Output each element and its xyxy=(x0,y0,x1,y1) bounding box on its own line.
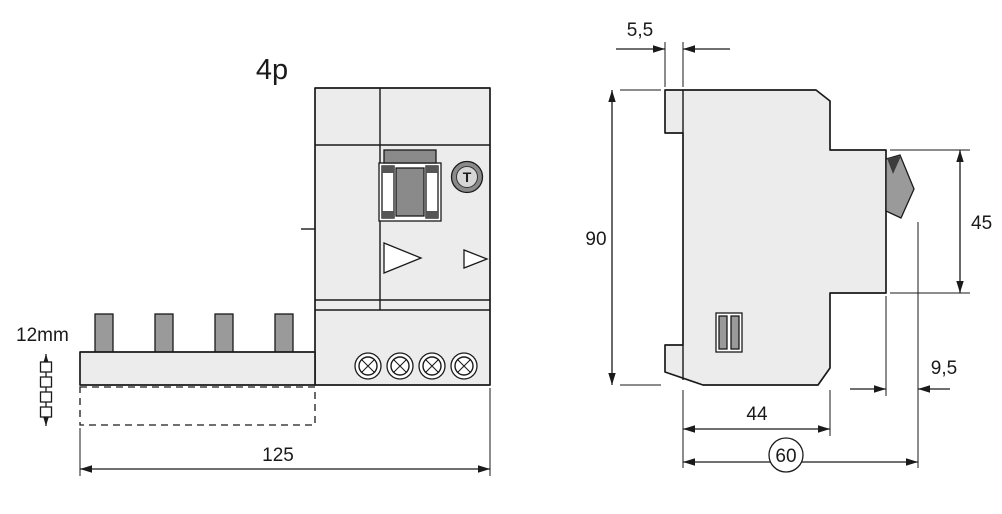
toggle-depth-dimension-label: 9,5 xyxy=(931,358,957,379)
front-height-dimension: 45 xyxy=(890,149,992,294)
test-button-face xyxy=(456,166,478,188)
busbar-comb xyxy=(79,313,316,426)
height-dimension: 90 xyxy=(585,89,661,386)
reference-dimension-circle xyxy=(768,437,804,473)
rail-clip-dimension-label: 5,5 xyxy=(627,20,653,41)
width-dimension-label: 125 xyxy=(262,445,294,466)
side-terminal xyxy=(715,312,743,353)
terminal-screw xyxy=(418,352,446,380)
toggle-latch xyxy=(887,156,901,174)
pitch-segment xyxy=(39,391,53,403)
busbar-pin xyxy=(274,313,294,355)
side-body-outline xyxy=(664,89,887,386)
front-view: 4p T xyxy=(16,54,491,476)
front-body-outline xyxy=(314,87,491,386)
depth-dimension: 44 xyxy=(682,390,831,468)
total-depth-dimension: 60 xyxy=(683,437,918,473)
height-dimension-label: 90 xyxy=(585,229,606,250)
clamp-rail-left xyxy=(381,165,395,219)
breaker-front-body xyxy=(301,87,491,386)
side-terminal-bar xyxy=(730,315,740,350)
screw-slot xyxy=(393,359,407,373)
pitch-segment xyxy=(39,361,53,373)
busbar-pin xyxy=(154,313,174,355)
busbar-alt-position xyxy=(79,386,316,426)
busbar-pin xyxy=(94,313,114,355)
terminal-screw xyxy=(450,352,478,380)
pitch-segment xyxy=(39,406,53,418)
rcd-symbol-large xyxy=(383,242,423,274)
pole-count-label: 4p xyxy=(256,54,288,86)
rcd-symbol-small xyxy=(463,249,489,269)
terminal-clamp xyxy=(378,149,442,222)
pitch-label: 12mm xyxy=(16,325,69,346)
clamp-cap xyxy=(382,211,394,218)
clamp-center-block xyxy=(395,167,425,217)
clamp-top-bar xyxy=(383,149,437,164)
screw-inner xyxy=(390,356,410,376)
screw-slot xyxy=(425,359,439,373)
busbar-pin xyxy=(214,313,234,355)
screw-inner xyxy=(422,356,442,376)
side-view: 5,5 90 45 9,5 xyxy=(585,20,992,473)
clamp-cap xyxy=(426,166,438,173)
toggle-depth-dimension: 9,5 xyxy=(850,222,957,468)
width-dimension: 125 xyxy=(79,388,491,476)
screw-inner xyxy=(454,356,474,376)
screw-slot xyxy=(457,359,471,373)
terminal-screws xyxy=(354,352,478,380)
front-height-dimension-label: 45 xyxy=(971,213,992,234)
busbar-body xyxy=(79,351,316,386)
clamp-cap xyxy=(382,166,394,173)
pitch-segment xyxy=(39,376,53,388)
test-button: T xyxy=(450,160,484,194)
terminal-screw xyxy=(386,352,414,380)
screw-inner xyxy=(358,356,378,376)
screw-slot xyxy=(361,359,375,373)
pitch-indicator: 12mm xyxy=(16,325,69,426)
clamp-rail-right xyxy=(425,165,439,219)
clamp-cap xyxy=(426,211,438,218)
test-button-letter: T xyxy=(463,169,472,185)
side-terminal-bar xyxy=(718,315,728,350)
rail-clip-dimension: 5,5 xyxy=(616,20,730,87)
total-depth-dimension-label: 60 xyxy=(775,446,796,467)
depth-dimension-label: 44 xyxy=(746,404,768,425)
terminal-screw xyxy=(354,352,382,380)
